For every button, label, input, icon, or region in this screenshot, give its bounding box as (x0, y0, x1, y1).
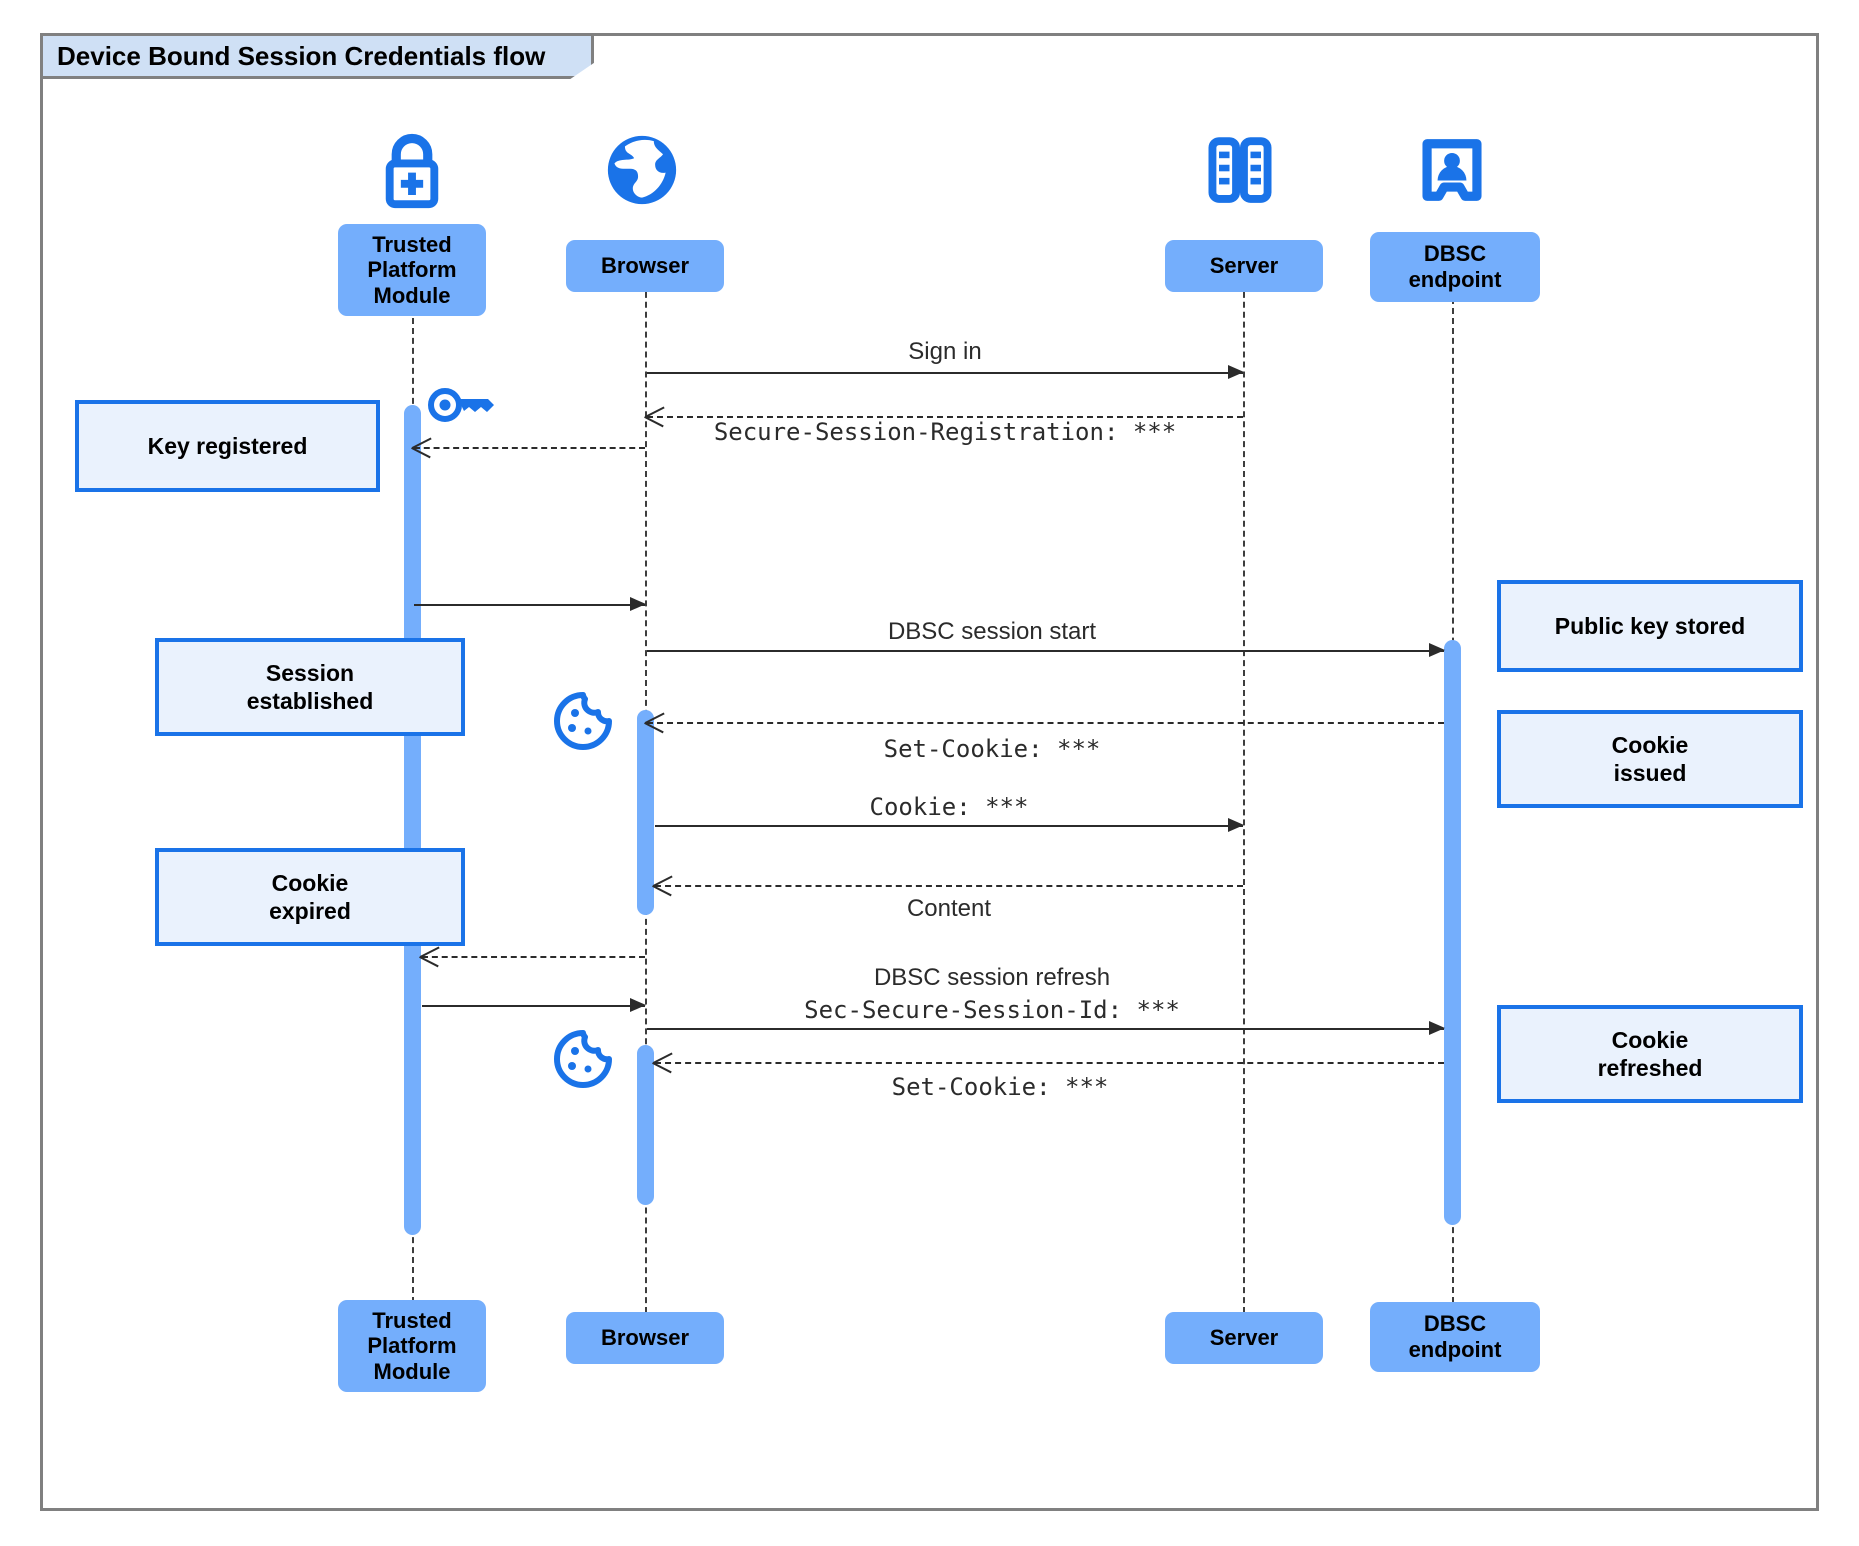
participant-label: DBSC endpoint (1408, 241, 1502, 292)
activation-bar-browser-2 (637, 1045, 654, 1205)
message-line (422, 1005, 645, 1007)
note-public-key-stored: Public key stored (1497, 580, 1803, 672)
participant-tpm-top[interactable]: Trusted Platform Module (338, 224, 486, 316)
message-label-cookie: Cookie: *** (869, 793, 1029, 821)
participant-label: Server (1209, 1325, 1279, 1351)
message-line (422, 956, 645, 958)
message-line (655, 1062, 1444, 1064)
note-text: Session established (246, 659, 374, 714)
id-badge-person-icon (1410, 128, 1494, 217)
message-label-sign-in: Sign in (908, 338, 982, 365)
note-cookie-issued: Cookie issued (1497, 710, 1803, 808)
participant-server-bottom[interactable]: Server (1165, 1312, 1323, 1364)
message-label-sec-secure-session-id: Sec-Secure-Session-Id: *** (804, 996, 1180, 1024)
note-cookie-expired: Cookie expired (155, 848, 465, 946)
participant-label: Trusted Platform Module (367, 231, 457, 308)
note-key-registered: Key registered (75, 400, 380, 492)
participant-label: Server (1209, 253, 1279, 279)
arrow-head-right (1228, 818, 1244, 832)
message-line (414, 447, 645, 449)
cookie-icon (548, 690, 618, 757)
arrow-head-right (1228, 365, 1244, 379)
participant-label: DBSC endpoint (1408, 1311, 1502, 1362)
arrow-head-left (653, 874, 673, 896)
message-line (647, 650, 1444, 652)
note-text: Cookie expired (269, 869, 351, 924)
server-rack-icon (1198, 128, 1282, 217)
arrow-head-right (630, 998, 646, 1012)
frame-title-label: Device Bound Session Credentials flow (43, 36, 594, 79)
arrow-head-right (630, 597, 646, 611)
cookie-icon (548, 1028, 618, 1095)
participant-browser-top[interactable]: Browser (566, 240, 724, 292)
message-line (655, 885, 1243, 887)
activation-bar-browser-1 (637, 710, 654, 915)
participant-dbsc-bottom[interactable]: DBSC endpoint (1370, 1302, 1540, 1372)
note-session-established: Session established (155, 638, 465, 736)
note-text: Key registered (147, 432, 308, 459)
message-label-set-cookie-1: Set-Cookie: *** (883, 735, 1101, 763)
message-label-set-cookie-2: Set-Cookie: *** (891, 1073, 1109, 1101)
arrow-head-left (653, 1051, 673, 1073)
message-line (655, 825, 1243, 827)
participant-label: Browser (600, 253, 690, 279)
message-line (647, 372, 1243, 374)
participant-tpm-bottom[interactable]: Trusted Platform Module (338, 1300, 486, 1392)
message-line (647, 416, 1243, 418)
activation-bar-tpm (404, 405, 421, 1235)
note-cookie-refreshed: Cookie refreshed (1497, 1005, 1803, 1103)
globe-icon (600, 128, 684, 217)
participant-dbsc-top[interactable]: DBSC endpoint (1370, 232, 1540, 302)
message-line (647, 1028, 1444, 1030)
activation-bar-dbsc (1444, 640, 1461, 1225)
arrow-head-right (1429, 1021, 1445, 1035)
participant-browser-bottom[interactable]: Browser (566, 1312, 724, 1364)
arrow-head-right (1429, 643, 1445, 657)
message-label-content: Content (906, 895, 992, 922)
message-line (414, 604, 645, 606)
participant-label: Trusted Platform Module (367, 1307, 457, 1384)
note-text: Cookie refreshed (1597, 1026, 1703, 1081)
message-label-dbsc-session-start: DBSC session start (887, 618, 1097, 645)
key-icon (425, 380, 495, 435)
arrow-head-left (412, 436, 432, 458)
participant-server-top[interactable]: Server (1165, 240, 1323, 292)
padlock-plus-icon (370, 128, 454, 217)
message-line (647, 722, 1444, 724)
note-text: Cookie issued (1611, 731, 1689, 786)
arrow-head-left (420, 945, 440, 967)
arrow-head-left (645, 711, 665, 733)
message-label-dbsc-session-refresh: DBSC session refresh (873, 964, 1111, 991)
note-text: Public key stored (1554, 612, 1746, 639)
message-label-secure-session-registration: Secure-Session-Registration: *** (713, 418, 1177, 446)
lifeline-server (1243, 252, 1245, 1323)
participant-label: Browser (600, 1325, 690, 1351)
